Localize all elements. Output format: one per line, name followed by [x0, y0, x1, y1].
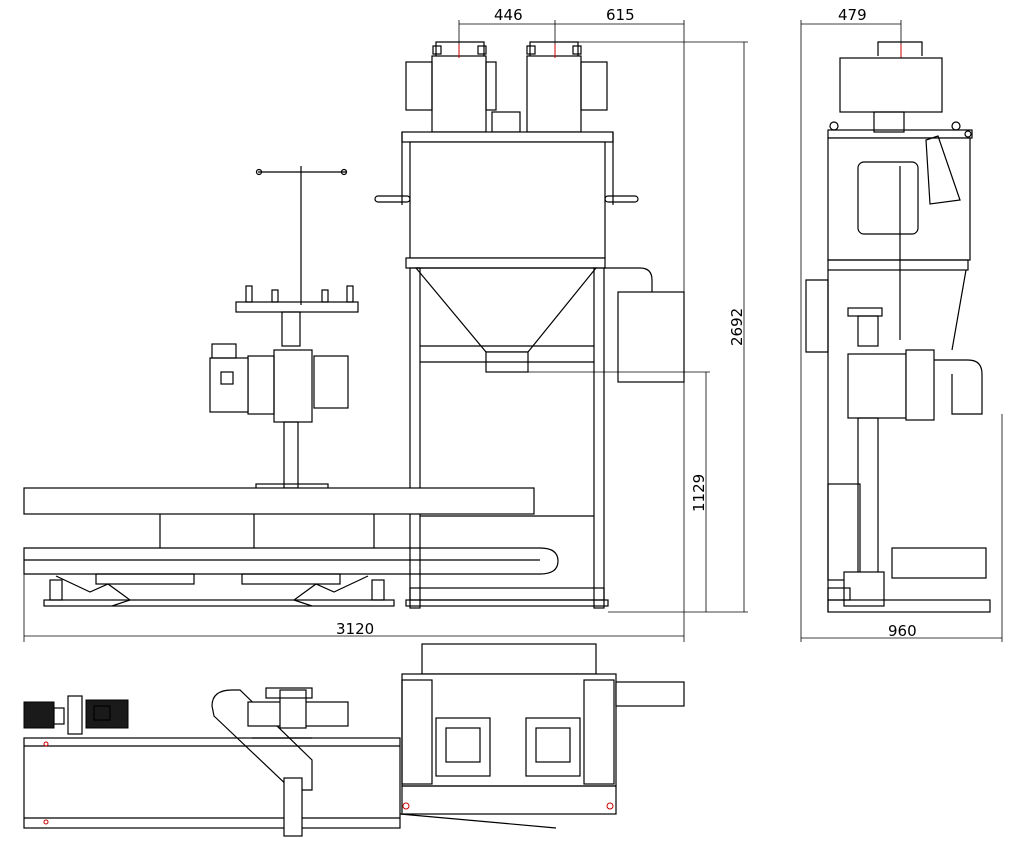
- bag-clamp-column: [209, 166, 359, 491]
- side-view: 479 960: [800, 6, 1003, 642]
- silo-body: [374, 131, 639, 269]
- control-box: [604, 267, 685, 383]
- belt-conveyor: [23, 487, 559, 607]
- top-motor: [23, 695, 129, 735]
- side-column: [827, 166, 983, 589]
- top-view: [23, 643, 685, 837]
- dim-front-height-discharge: 1129: [690, 474, 708, 512]
- top-silo: [399, 643, 685, 829]
- front-dimensions: [23, 20, 748, 642]
- weigh-hopper-left: [405, 41, 497, 133]
- support-frame: [405, 267, 609, 609]
- dim-front-height-total: 2692: [728, 308, 746, 346]
- discharge-cone: [414, 267, 598, 373]
- top-clamp-head: [211, 687, 349, 837]
- dim-front-width-total: 3120: [336, 620, 374, 638]
- dim-side-top: 479: [838, 6, 867, 24]
- side-dimensions: [800, 20, 1003, 642]
- weigh-hopper-right: [526, 41, 608, 133]
- dim-front-top-left: 446: [494, 6, 523, 24]
- top-conveyor: [23, 737, 401, 829]
- dim-front-top-right: 615: [606, 6, 635, 24]
- front-view: 446 615 2692 1129 3120: [23, 6, 748, 642]
- side-hopper: [827, 41, 973, 139]
- side-base: [827, 547, 991, 613]
- dim-side-width: 960: [888, 622, 917, 640]
